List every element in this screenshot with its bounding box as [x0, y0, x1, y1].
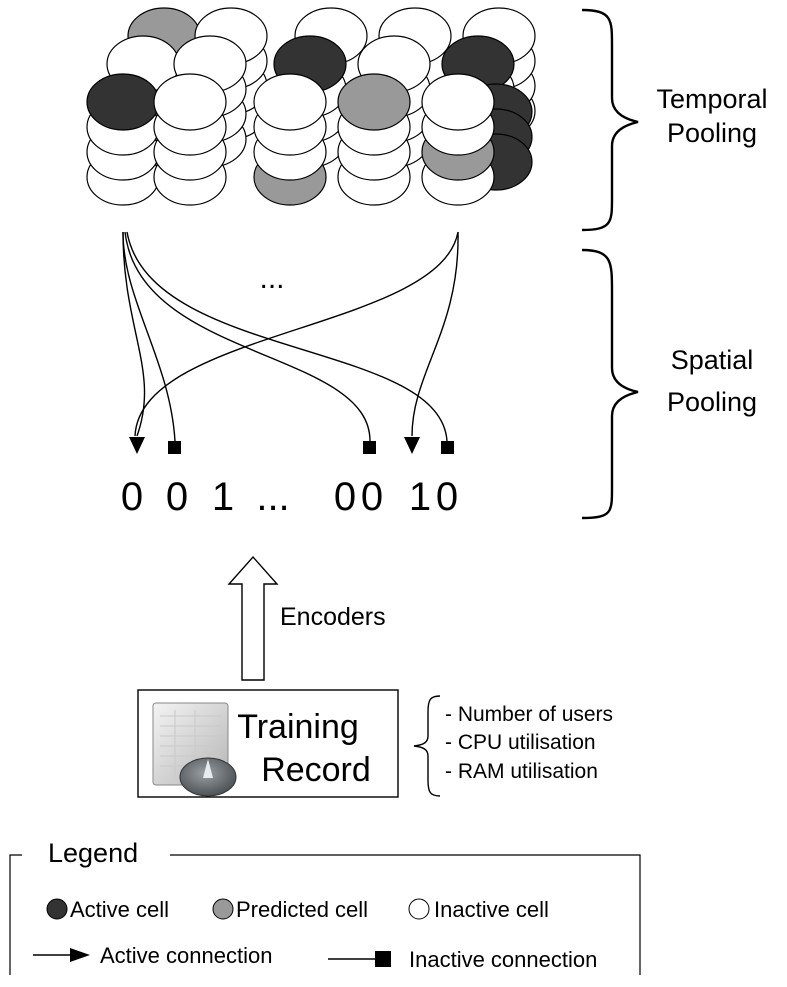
bit-0: 0: [121, 475, 143, 519]
inactive-connection-line: [124, 231, 371, 442]
legend-active-cell-label: Active cell: [70, 897, 169, 922]
spatial-pooling-label-line2: Pooling: [667, 387, 757, 417]
bit-vector: 0 0 1 ... 0 0 1 0: [121, 475, 458, 519]
inactive-connection-line: [122, 231, 176, 442]
temporal-pooling-brace: [581, 8, 639, 232]
legend-title: Legend: [48, 838, 138, 868]
bit-7: 0: [436, 475, 458, 519]
legend-active-cell-icon: [46, 898, 68, 920]
legend-frame: [9, 854, 641, 975]
legend-inactive-cell-icon: [408, 898, 430, 920]
bit-5: 0: [361, 475, 383, 519]
inactive-cell: [421, 73, 495, 131]
active-connection-line: [122, 231, 146, 437]
training-record-icon: [152, 702, 237, 797]
spatial-pooling-label-line1: Spatial: [671, 345, 754, 375]
legend: Legend Active cell Predicted cell Inacti…: [9, 838, 641, 975]
bit-1: 0: [166, 475, 188, 519]
inactive-connection-square: [363, 441, 376, 454]
column-ellipsis: ...: [259, 262, 284, 295]
training-record-label-line2: Record: [261, 751, 371, 789]
feature-ram-utilisation: - RAM utilisation: [445, 760, 598, 783]
bit-ellipsis: ...: [256, 475, 289, 519]
inactive-cell: [153, 73, 227, 131]
legend-active-connection-label: Active connection: [100, 943, 272, 968]
inactive-connection-square: [168, 441, 181, 454]
feature-number-of-users: - Number of users: [445, 703, 613, 726]
legend-predicted-cell-icon: [212, 898, 234, 920]
encoders-label: Encoders: [280, 603, 386, 631]
inactive-connection-line: [126, 231, 448, 442]
active-cell: [86, 73, 160, 131]
inactive-connection-square: [441, 441, 454, 454]
bit-6: 1: [409, 475, 431, 519]
inactive-cell: [253, 73, 327, 131]
bit-4: 0: [334, 475, 356, 519]
connection-endpoints: [129, 437, 454, 454]
feature-cpu-utilisation: - CPU utilisation: [445, 731, 596, 754]
spatial-pooling-brace: [581, 248, 639, 520]
predicted-cell: [337, 73, 411, 131]
legend-inactive-connection-square: [375, 951, 391, 967]
bit-2: 1: [212, 475, 234, 519]
encoders-arrow: [227, 555, 279, 681]
temporal-pooling-label-line1: Temporal: [656, 84, 767, 114]
legend-predicted-cell-label: Predicted cell: [236, 897, 368, 922]
legend-inactive-cell-label: Inactive cell: [434, 897, 549, 922]
legend-inactive-connection-label: Inactive connection: [409, 947, 597, 972]
cell-columns: [86, 7, 536, 206]
connections: [122, 231, 459, 442]
active-connection-line: [411, 231, 459, 437]
active-connection-arrowhead: [404, 437, 420, 454]
active-connection-arrowhead: [129, 437, 145, 454]
features-brace: [413, 695, 441, 797]
active-connection-line: [134, 231, 459, 437]
legend-active-connection-arrowhead: [70, 948, 90, 962]
temporal-pooling-label-line2: Pooling: [667, 118, 757, 148]
training-record-label-line1: Training: [237, 708, 359, 746]
